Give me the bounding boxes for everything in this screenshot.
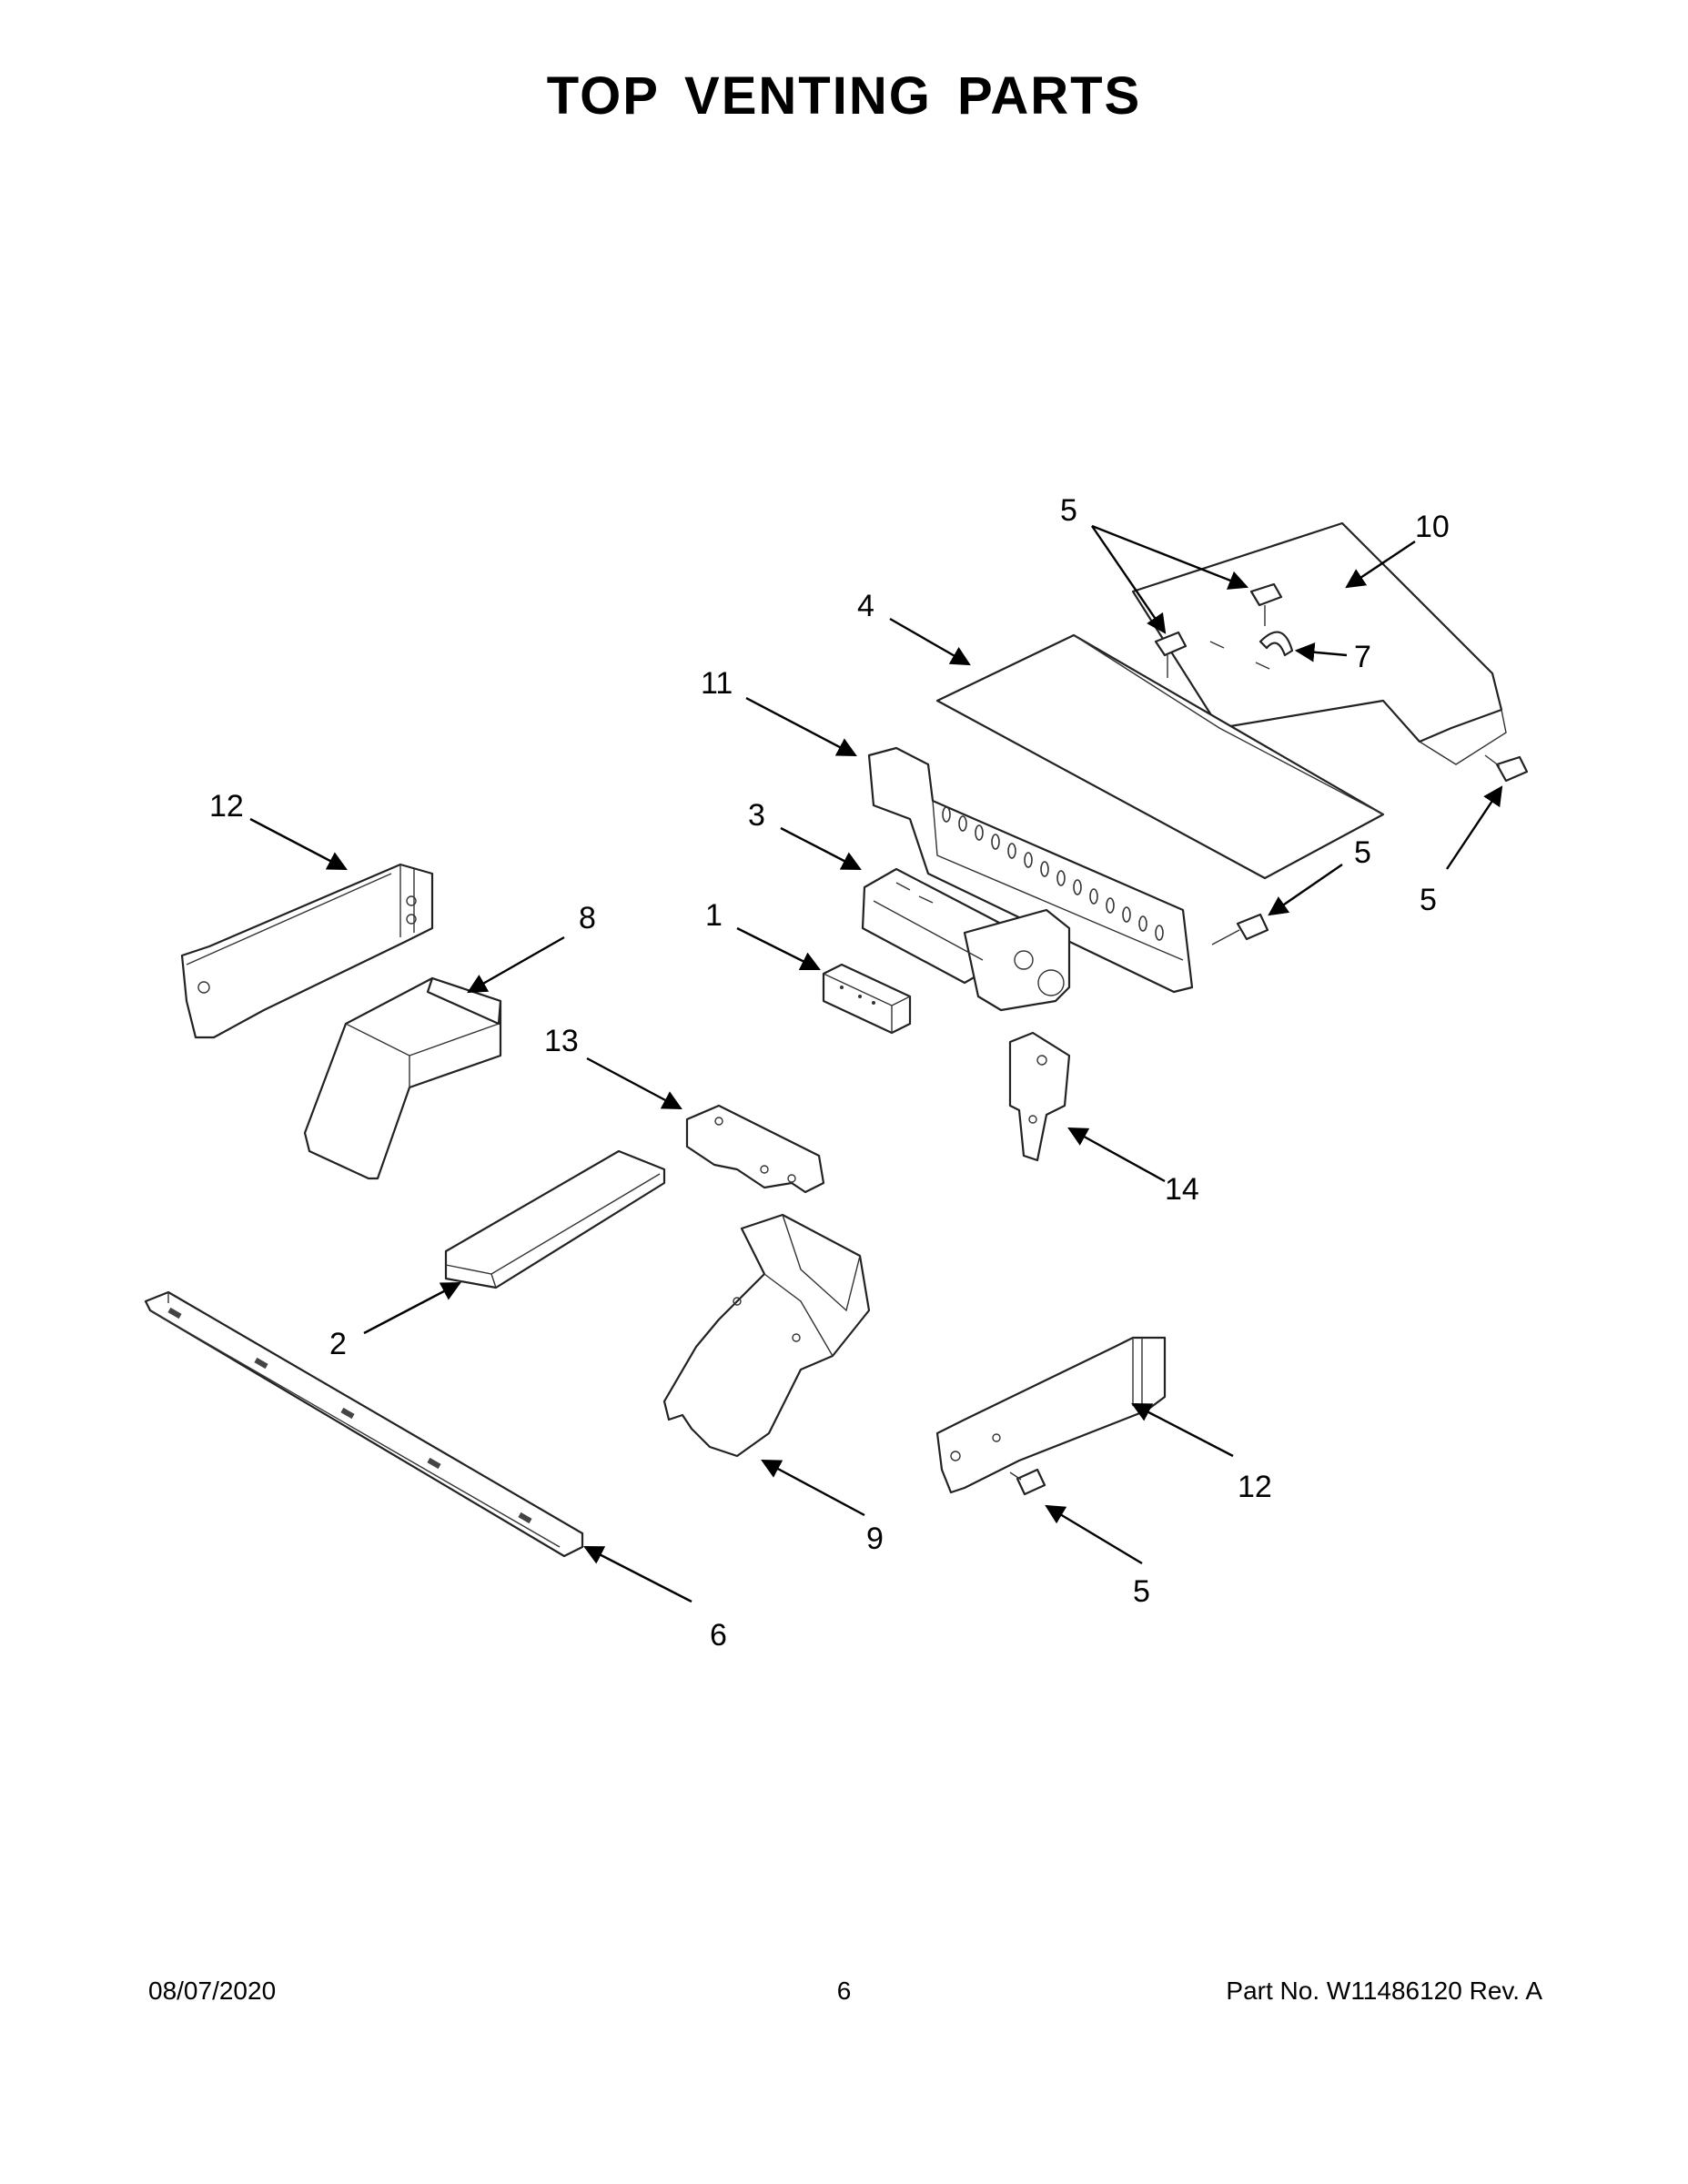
leader-14 (1067, 1127, 1166, 1183)
leader-12-right (1131, 1402, 1234, 1458)
callout-labels: 5 10 4 7 11 12 3 5 5 8 1 13 14 2 12 9 5 … (209, 493, 1450, 1653)
callout-2: 2 (329, 1327, 347, 1361)
part-3-blower-motor (861, 867, 1071, 1012)
part-7-clip (1258, 631, 1294, 657)
leader-12-left (249, 817, 348, 871)
leader-1 (736, 926, 821, 971)
part-14-bracket (1008, 1031, 1071, 1162)
part-12-left-side-bracket (180, 863, 434, 1039)
screw-5-right-top (1484, 754, 1529, 783)
callout-5-right: 5 (1420, 883, 1437, 917)
leader-5a (1091, 525, 1167, 634)
callout-13: 13 (544, 1024, 579, 1058)
leader-5-bottom (1045, 1504, 1143, 1565)
leader-7 (1294, 642, 1348, 662)
page-title: TOP VENTING PARTS (546, 66, 1142, 126)
leader-2 (363, 1281, 461, 1335)
screw-5-top-a (1154, 631, 1188, 678)
part-8-angled-duct (303, 976, 502, 1180)
footer-page-number: 6 (836, 1977, 852, 2005)
leader-13 (586, 1057, 682, 1110)
leader-6 (583, 1545, 692, 1603)
part-4-vent-plate (935, 633, 1385, 880)
callout-8: 8 (579, 901, 596, 935)
leader-5b (1091, 524, 1249, 590)
leader-4 (889, 617, 971, 666)
leader-lines (249, 524, 1503, 1603)
callout-6: 6 (710, 1618, 727, 1653)
part-2-channel-strip (444, 1149, 666, 1289)
part-13-plate (685, 1104, 825, 1194)
callout-5-bottom: 5 (1133, 1574, 1150, 1609)
leader-9 (761, 1459, 865, 1517)
footer-date: 08/07/2020 (148, 1977, 277, 2005)
leader-3 (780, 826, 862, 871)
part-12-right-side-bracket (935, 1336, 1167, 1494)
callout-1: 1 (705, 898, 723, 933)
callout-12-right: 12 (1238, 1470, 1272, 1504)
leader-5-right (1446, 785, 1503, 870)
leader-5-motor (1268, 864, 1343, 916)
screw-5-motor (1211, 913, 1269, 945)
part-11-perforated-bracket (867, 746, 1194, 994)
callout-5-motor: 5 (1354, 835, 1371, 870)
part-9-deflector (662, 1213, 871, 1458)
footer-part-number: Part No. W11486120 Rev. A (1226, 1977, 1542, 2005)
screw-5-bottom (1009, 1468, 1046, 1496)
callout-11: 11 (701, 666, 733, 701)
callout-12-left: 12 (209, 789, 244, 824)
callout-5-top: 5 (1060, 493, 1077, 528)
part-6-vent-trim (144, 1290, 584, 1558)
callout-3: 3 (748, 798, 765, 833)
part-1-block (822, 963, 912, 1035)
leader-11 (745, 696, 857, 757)
callout-9: 9 (866, 1522, 884, 1556)
callout-10: 10 (1415, 510, 1450, 544)
leader-8 (467, 935, 565, 994)
screw-5-top-b (1249, 582, 1283, 626)
callout-7: 7 (1354, 640, 1371, 674)
leader-10 (1345, 541, 1416, 589)
callout-14: 14 (1165, 1172, 1199, 1207)
callout-4: 4 (857, 589, 874, 623)
